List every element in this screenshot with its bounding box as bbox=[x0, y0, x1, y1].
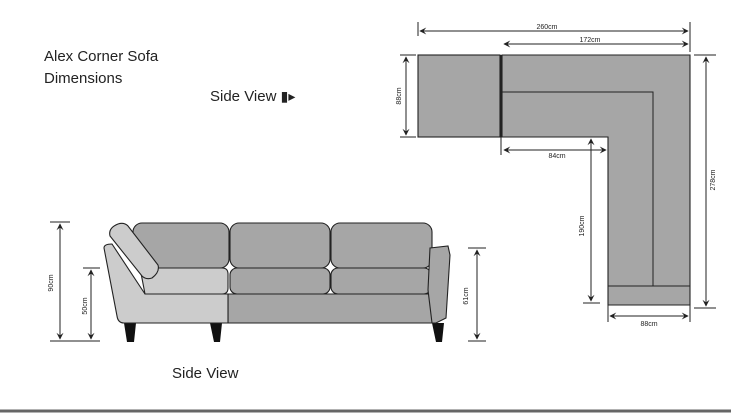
arrow-right-icon: ▮▸ bbox=[280, 88, 296, 104]
top-dimensions: 260cm 172cm 88cm 84cm 190cm 278cm 88cm bbox=[396, 22, 717, 328]
top-view-plan bbox=[417, 54, 691, 306]
label-88-left: 88cm bbox=[396, 87, 403, 104]
label-90: 90cm bbox=[48, 274, 55, 291]
sofa-legs bbox=[124, 323, 444, 342]
title-line-2: Dimensions bbox=[44, 70, 123, 87]
tilted-cushion bbox=[109, 222, 159, 280]
side-dimensions: 90cm 50cm 61cm bbox=[48, 221, 486, 342]
side-view-sofa bbox=[103, 222, 451, 342]
label-172: 172cm bbox=[579, 37, 600, 44]
chaise-block bbox=[417, 54, 501, 138]
label-50: 50cm bbox=[82, 297, 89, 314]
title-line-1: Alex Corner Sofa bbox=[44, 48, 159, 65]
side-view-pointer: Side View ▮▸ bbox=[210, 88, 295, 105]
label-260: 260cm bbox=[536, 24, 557, 31]
right-arm bbox=[427, 245, 451, 324]
side-view-pointer-label: Side View bbox=[210, 88, 277, 105]
label-88-bottom: 88cm bbox=[640, 321, 657, 328]
left-base bbox=[103, 243, 229, 324]
label-84: 84cm bbox=[548, 153, 565, 160]
label-61: 61cm bbox=[463, 287, 470, 304]
seat-lines bbox=[502, 91, 690, 287]
label-190: 190cm bbox=[579, 215, 586, 236]
side-view-caption: Side View bbox=[172, 365, 239, 382]
label-278: 278cm bbox=[710, 169, 717, 190]
